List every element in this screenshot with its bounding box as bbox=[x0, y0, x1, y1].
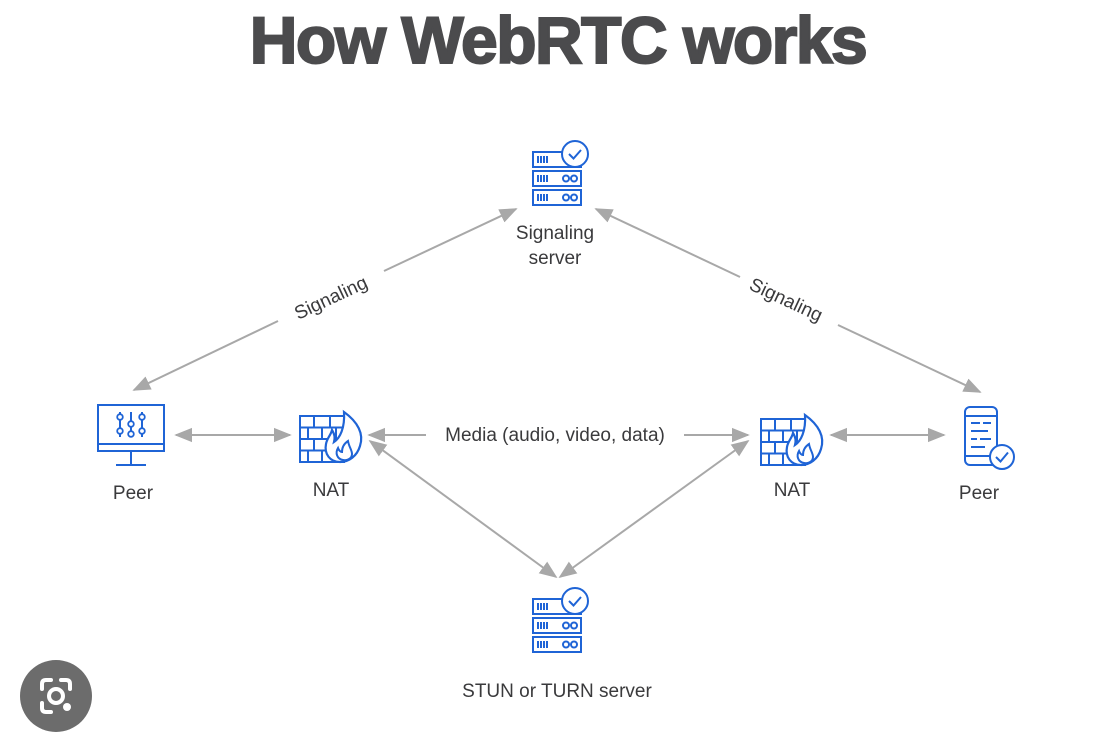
lens-search-button[interactable] bbox=[20, 660, 92, 732]
server-check-icon bbox=[532, 140, 589, 206]
firewall-icon bbox=[298, 410, 363, 464]
nat-right-label: NAT bbox=[774, 480, 811, 501]
edge-signaling-right bbox=[594, 208, 982, 393]
signaling-right-label: Signaling bbox=[746, 274, 826, 326]
peer-left-node: Peer bbox=[97, 404, 165, 504]
nat-left-node: NAT bbox=[298, 410, 363, 501]
signaling-server-node: Signaling server bbox=[516, 140, 594, 269]
diagram-title: How WebRTC works bbox=[249, 2, 869, 78]
peer-right-label: Peer bbox=[959, 483, 1000, 504]
stun-turn-server-node: STUN or TURN server bbox=[462, 587, 653, 702]
nat-left-label: NAT bbox=[313, 480, 350, 501]
phone-check-icon bbox=[964, 406, 1015, 470]
peer-right-node: Peer bbox=[959, 406, 1015, 504]
firewall-icon bbox=[759, 413, 824, 467]
nat-right-node: NAT bbox=[759, 413, 824, 501]
peer-left-label: Peer bbox=[113, 483, 154, 504]
signaling-left-label: Signaling bbox=[291, 272, 371, 324]
monitor-icon bbox=[97, 404, 165, 466]
lens-icon bbox=[40, 678, 72, 714]
edge-signaling-left bbox=[132, 208, 518, 391]
signaling-server-label-line2: server bbox=[529, 248, 582, 269]
edge-nat-right-stun bbox=[558, 439, 750, 579]
server-check-icon bbox=[532, 587, 589, 653]
stun-turn-server-label: STUN or TURN server bbox=[462, 681, 652, 702]
edge-nat-left-stun bbox=[368, 439, 558, 579]
signaling-server-label-line1: Signaling bbox=[516, 223, 594, 244]
media-label: Media (audio, video, data) bbox=[445, 425, 665, 446]
